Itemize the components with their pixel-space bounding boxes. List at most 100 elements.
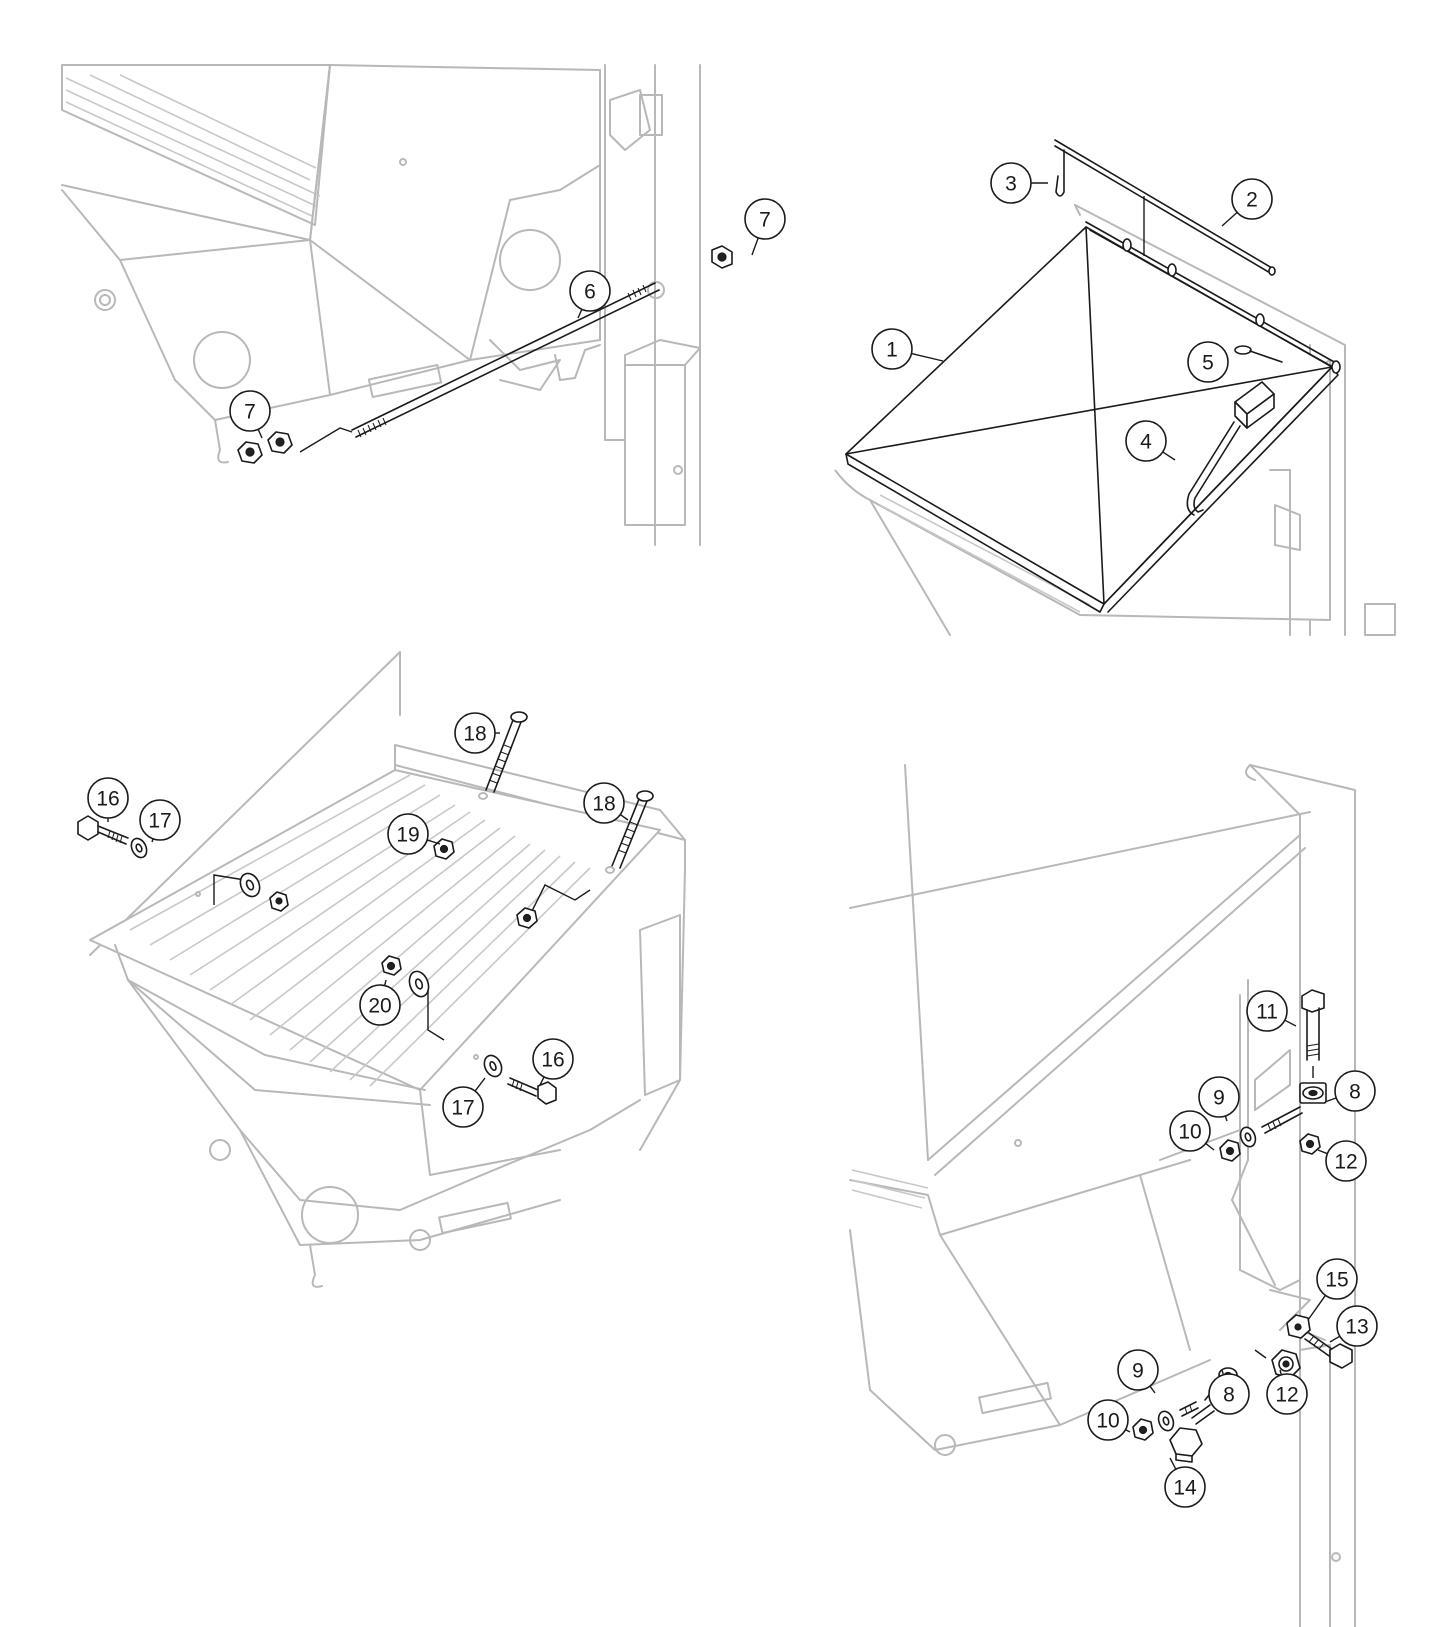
callout-part-9: 9 (1198, 1076, 1240, 1122)
callout-circle (387, 813, 429, 855)
callout-part-2: 2 (1221, 178, 1273, 227)
callout-part-7: 7 (744, 198, 786, 256)
bolt-part-16-right (507, 1077, 557, 1105)
callout-leader (1317, 1149, 1328, 1155)
callout-leader (1221, 211, 1238, 227)
callout-leader (539, 1076, 545, 1086)
callout-leader (1162, 451, 1176, 461)
callout-part-19: 19 (387, 813, 441, 855)
callouts-bottom-left: 16 17 18 18 19 20 17 16 (87, 712, 629, 1128)
nut-part-7-right (711, 245, 733, 269)
nut-part-20 (381, 955, 402, 976)
callout-part-17: 17 (139, 799, 181, 843)
callout-part-10: 10 (1087, 1399, 1131, 1441)
callout-leader (619, 813, 629, 821)
grate-left-leader (213, 874, 246, 905)
callout-leader (1284, 1019, 1297, 1027)
callout-circle (139, 799, 181, 841)
callout-part-16: 16 (532, 1038, 574, 1086)
nut-part-15 (1286, 1314, 1311, 1339)
callout-number: 12 (1334, 1151, 1357, 1174)
nut-grate-left (269, 891, 289, 912)
callout-leader (1324, 1097, 1337, 1103)
callout-part-3: 3 (990, 162, 1048, 204)
hopper-ghost-top-left (61, 64, 701, 546)
washer-part-17-left (130, 837, 148, 859)
callout-number: 20 (368, 995, 391, 1018)
callout-number: 19 (396, 824, 419, 847)
carriage-bolt-part-18-b (605, 790, 654, 874)
callout-circle (1231, 178, 1273, 220)
callout-part-9: 9 (1117, 1349, 1159, 1394)
hinge-tube (1085, 221, 1341, 374)
callout-circle (1325, 1140, 1367, 1182)
callout-part-8: 8 (1324, 1070, 1376, 1112)
bolt-part-9-upper-shank (1261, 1106, 1303, 1134)
callout-part-17: 17 (442, 1077, 486, 1128)
callout-part-10: 10 (1169, 1110, 1215, 1152)
callout-circle (1198, 1076, 1240, 1118)
callout-leader (1169, 1457, 1177, 1470)
callout-number: 14 (1173, 1477, 1197, 1500)
callout-number: 18 (592, 793, 615, 816)
callout-part-11: 11 (1246, 990, 1297, 1032)
nut-part-10-lower (1132, 1418, 1154, 1441)
callout-circle (1169, 1110, 1211, 1152)
callout-part-6: 6 (569, 270, 611, 319)
nut-part-10-upper (1219, 1139, 1241, 1162)
callout-number: 16 (96, 788, 119, 811)
callout-part-4: 4 (1125, 420, 1176, 462)
bolt-part-16-left (77, 815, 129, 845)
nut-part-12-lower (1271, 1349, 1301, 1379)
panel-top-right (834, 139, 1396, 636)
callout-number: 3 (1005, 173, 1017, 196)
panel-bottom-left (77, 651, 686, 1288)
callout-number: 4 (1140, 431, 1152, 454)
bolt-part-13 (1304, 1332, 1353, 1369)
callout-leader (383, 979, 387, 986)
callout-leader (577, 308, 583, 319)
callout-leader (1307, 1294, 1327, 1321)
hinge-rod-part-2 (1054, 139, 1276, 276)
bolt-part-9-lower-shank (1179, 1401, 1199, 1417)
grate-right-leader (529, 884, 591, 916)
callout-circle (1336, 1305, 1378, 1347)
callout-part-18: 18 (454, 712, 500, 754)
callout-number: 11 (1256, 1001, 1278, 1024)
callout-circle (87, 777, 129, 819)
clevis-pin-part-3 (1055, 149, 1065, 197)
callout-circle (359, 984, 401, 1026)
callout-part-18: 18 (583, 782, 629, 824)
callout-part-1: 1 (871, 328, 944, 370)
callout-number: 18 (463, 723, 486, 746)
callout-circle (871, 328, 913, 370)
callout-part-7: 7 (229, 390, 271, 439)
callout-part-20: 20 (359, 979, 401, 1026)
callout-circle (1187, 341, 1229, 383)
callout-circle (569, 270, 611, 312)
washer-part-9-lower (1157, 1410, 1175, 1432)
callout-circle (532, 1038, 574, 1080)
callout-circle (744, 198, 786, 240)
callout-circle (990, 162, 1032, 204)
nut-part-7-left-a (237, 441, 263, 464)
callout-number: 6 (584, 281, 596, 304)
callout-leader (751, 237, 759, 256)
bolt-part-11 (1301, 989, 1325, 1078)
callout-circle (1164, 1466, 1206, 1508)
hinge-eye-part-8-upper (1299, 1082, 1327, 1104)
callout-leader (426, 839, 441, 845)
callout-circle (1316, 1258, 1358, 1300)
callout-circle (1125, 420, 1167, 462)
washer-part-17-right (483, 1054, 503, 1078)
callout-circle (229, 390, 271, 432)
callout-number: 10 (1178, 1121, 1201, 1144)
grate-hole-dot (195, 891, 201, 897)
washer-part-20 (408, 970, 430, 998)
callout-number: 10 (1096, 1410, 1119, 1433)
hopper-ghost-bottom-right (849, 764, 1356, 1627)
callout-number: 9 (1213, 1087, 1225, 1110)
